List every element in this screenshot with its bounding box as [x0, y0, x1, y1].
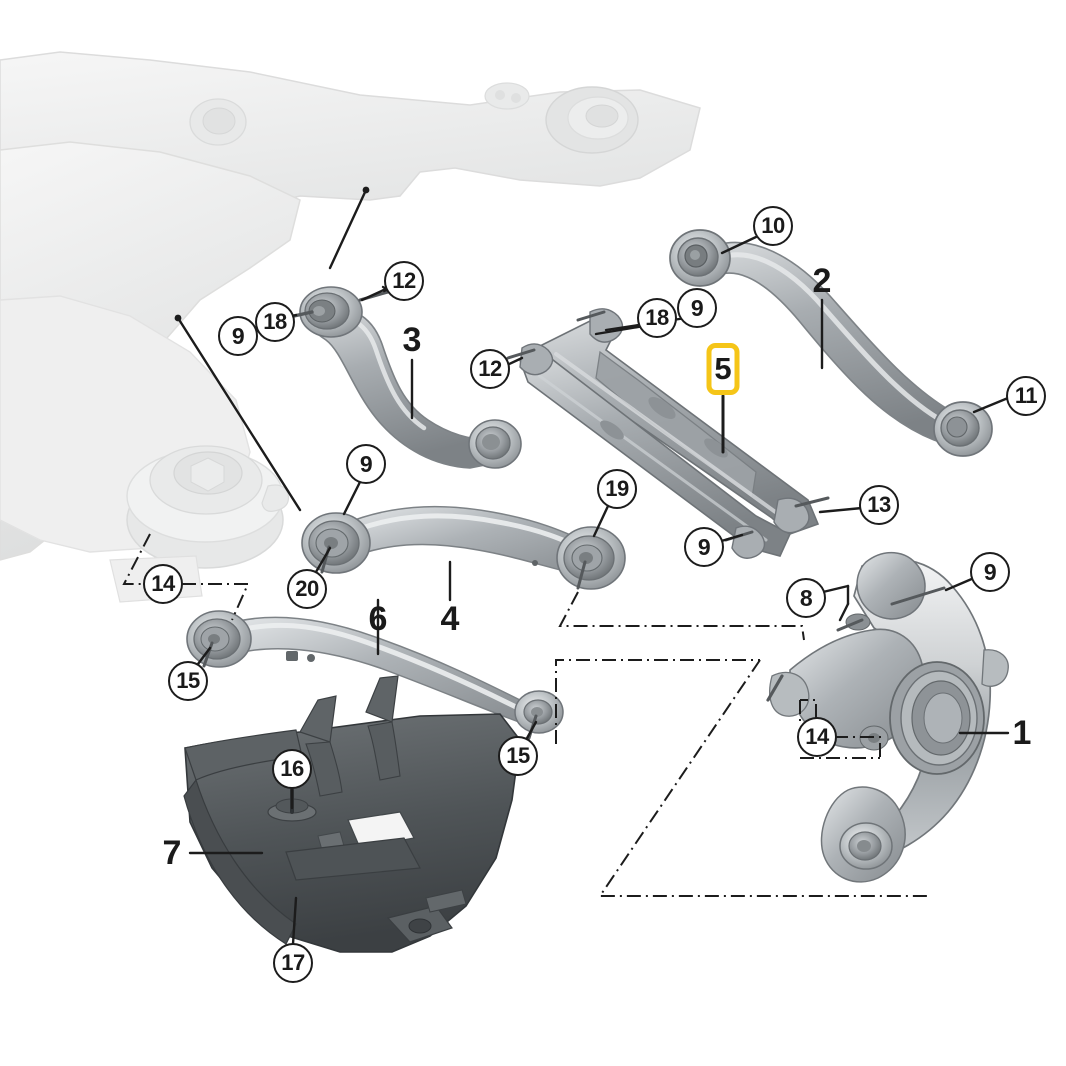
callout-19-bush-toe-link[interactable]: 19	[597, 469, 637, 509]
callout-5-lower-control-arm-highlighted[interactable]: 5	[706, 343, 740, 395]
callout-16-stud[interactable]: 16	[272, 749, 312, 789]
callout-13-bolt[interactable]: 13	[859, 485, 899, 525]
callout-1-wheel-carrier[interactable]: 1	[1012, 713, 1032, 752]
callout-6-trailing-arm[interactable]: 6	[368, 599, 388, 638]
assembly-bracket-lines	[122, 533, 930, 897]
callout-9-nut-upper-left[interactable]: 9	[218, 316, 258, 356]
callout-14-assembly-bracket-right[interactable]: 14	[797, 717, 837, 757]
toe-link-part-4	[301, 505, 626, 590]
callout-9-nut-wheel-carrier[interactable]: 9	[970, 552, 1010, 592]
callout-18-bolt-upper-arm[interactable]: 18	[255, 302, 295, 342]
callout-18-bolt-lower-arm[interactable]: 18	[637, 298, 677, 338]
callout-4-toe-link[interactable]: 4	[440, 599, 460, 638]
rear-axle-subframe-ghost	[0, 51, 701, 603]
callout-12-bolt-upper-arm[interactable]: 12	[384, 261, 424, 301]
callout-9-nut-lower-arm-top[interactable]: 9	[677, 288, 717, 328]
callout-15-bush-trailing-arm-rear[interactable]: 15	[498, 736, 538, 776]
callout-3-upper-control-arm[interactable]: 3	[402, 320, 422, 359]
callout-14-assembly-bracket-left[interactable]: 14	[143, 564, 183, 604]
callout-12-bolt-lower-arm[interactable]: 12	[470, 349, 510, 389]
cover-shield-part-7	[183, 675, 521, 953]
callout-11-ball-joint[interactable]: 11	[1006, 376, 1046, 416]
callout-17-cover-fastener[interactable]: 17	[273, 943, 313, 983]
upper-control-arm-part-3	[283, 286, 522, 469]
callout-8-bolt[interactable]: 8	[786, 578, 826, 618]
callout-9-nut-toe-link[interactable]: 9	[346, 444, 386, 484]
callout-7-cover-shield[interactable]: 7	[162, 833, 182, 872]
lower-control-arm-part-5	[506, 308, 830, 559]
callout-9-nut-lower-arm-bottom[interactable]: 9	[684, 527, 724, 567]
callout-2-camber-link[interactable]: 2	[812, 261, 832, 300]
callout-15-bush-trailing-arm-front[interactable]: 15	[168, 661, 208, 701]
callout-20-bolt-toe-link[interactable]: 20	[287, 569, 327, 609]
camber-link-part-2	[669, 229, 993, 457]
trailing-arm-part-6	[186, 610, 564, 740]
callout-10-bush[interactable]: 10	[753, 206, 793, 246]
